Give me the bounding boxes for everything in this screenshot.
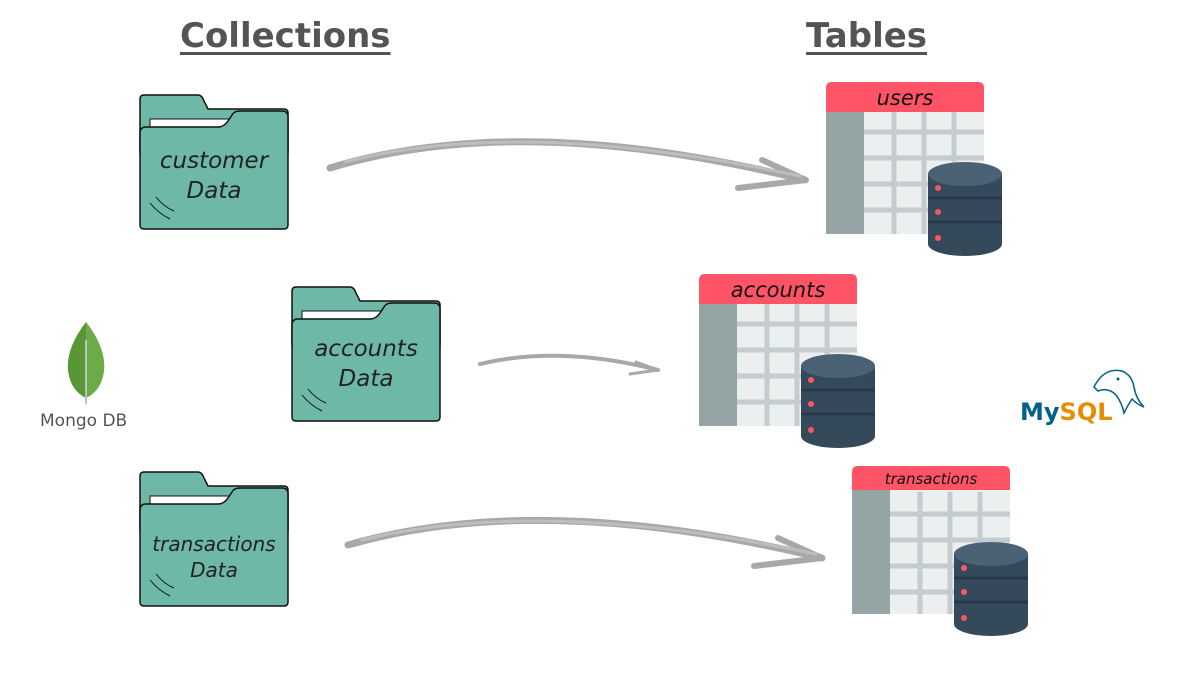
transactions-data-folder: transactions Data: [138, 470, 290, 610]
table-name: accounts: [730, 278, 826, 302]
table-name: users: [876, 86, 934, 110]
customer-data-folder: customer Data: [138, 93, 290, 233]
transactions-table: transactions: [852, 466, 1032, 646]
folder-icon: [139, 471, 289, 607]
folder-label: transactions Data: [152, 532, 276, 582]
folder-label: accounts Data: [314, 336, 418, 392]
folder-label: customer Data: [159, 148, 269, 204]
mysql-wordmark: MySQL: [1020, 398, 1113, 426]
collections-heading: Collections: [180, 16, 391, 56]
arrow-transactions-to-transactions: [344, 516, 826, 569]
mysql-dolphin-icon: [1093, 369, 1145, 416]
mysql-logo: MySQL: [1018, 365, 1148, 435]
accounts-data-folder: accounts Data: [290, 285, 442, 425]
database-icon: [801, 354, 875, 448]
database-icon: [954, 542, 1028, 636]
arrow-customer-to-users: [326, 138, 809, 191]
accounts-table: accounts: [699, 274, 879, 454]
database-icon: [928, 162, 1002, 256]
folder-icon: [291, 286, 441, 422]
users-table: users: [826, 82, 1002, 262]
tables-heading: Tables: [806, 16, 928, 56]
arrow-accounts-to-accounts: [478, 353, 660, 376]
folder-icon: [139, 94, 289, 230]
mongodb-leaf-icon: [67, 322, 105, 404]
table-name: transactions: [884, 470, 978, 488]
mongodb-label: Mongo DB: [40, 411, 128, 431]
